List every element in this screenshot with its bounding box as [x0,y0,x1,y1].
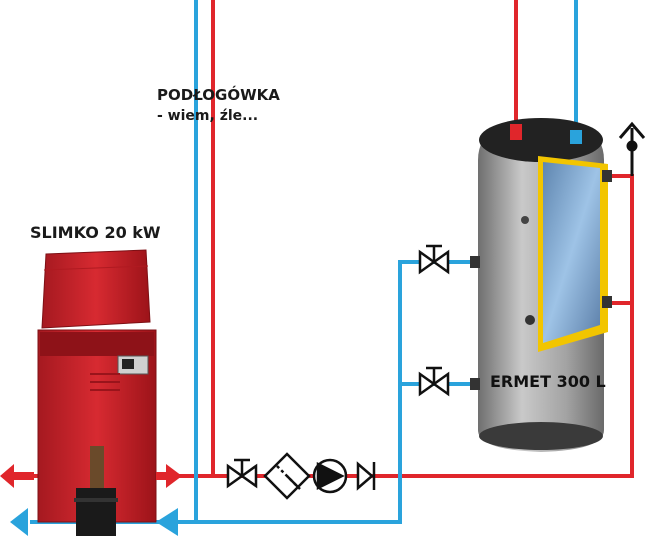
valve-icon [418,244,450,275]
arrow-cold-right [156,508,178,536]
boiler-arrows [0,464,182,536]
boiler-lid [41,249,151,329]
storage-tank [470,118,612,452]
circulation-pump-icon [312,458,348,494]
arrow-hot-left [0,464,34,488]
floor-heating-note: - wiem, źle... [157,108,259,124]
strainer-filter-icon [263,452,311,500]
air-vent-icon [618,121,646,176]
check-valve-icon [356,461,376,491]
tank-label: ERMET 300 L [490,372,606,391]
arrow-cold-left [10,508,28,536]
boiler-label: SLIMKO 20 kW [30,223,161,242]
tank-water [543,162,600,343]
valve-icon [418,366,450,397]
tank-top [479,118,603,162]
boiler [37,249,157,536]
tank-base [479,422,603,450]
arrow-hot-right [156,464,182,488]
floor-heating-label: PODŁOGÓWKA [157,86,280,104]
valve-icon [226,458,258,489]
